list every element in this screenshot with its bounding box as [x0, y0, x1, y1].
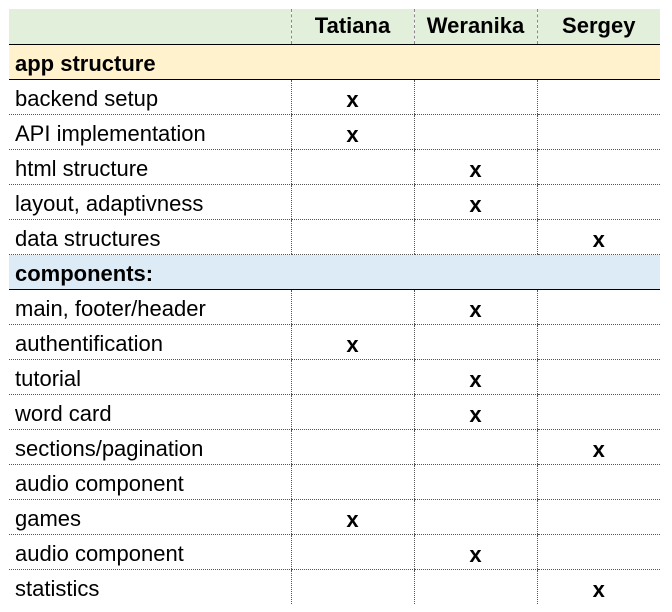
mark-cell-tatiana [290, 149, 414, 185]
mark-cell-tatiana [290, 219, 414, 255]
section-title: components: [9, 254, 660, 290]
table-row: audio component [9, 464, 660, 500]
section-row: components: [9, 254, 660, 290]
mark-cell-sergey: x [536, 429, 660, 465]
mark-cell-sergey [536, 149, 660, 185]
mark-cell-tatiana [290, 394, 414, 430]
mark-cell-weranika [413, 114, 537, 150]
mark-cell-sergey [536, 184, 660, 220]
mark-cell-weranika: x [413, 394, 537, 430]
mark-cell-weranika: x [413, 289, 537, 325]
mark-cell-weranika [413, 569, 537, 604]
mark-cell-tatiana [290, 464, 414, 500]
mark-cell-sergey [536, 534, 660, 570]
mark-cell-sergey: x [536, 219, 660, 255]
mark-cell-tatiana [290, 534, 414, 570]
mark-cell-tatiana: x [290, 324, 414, 360]
table-row: statistics x [9, 569, 660, 604]
mark-cell-sergey [536, 499, 660, 535]
task-cell: data structures [9, 219, 291, 255]
task-cell: main, footer/header [9, 289, 291, 325]
task-cell: audio component [9, 534, 291, 570]
mark-cell-weranika [413, 79, 537, 115]
mark-cell-sergey [536, 79, 660, 115]
section-row: app structure [9, 44, 660, 80]
mark-cell-tatiana: x [290, 499, 414, 535]
mark-cell-weranika [413, 464, 537, 500]
table-row: sections/pagination x [9, 429, 660, 465]
section-title: app structure [9, 44, 660, 80]
mark-cell-weranika: x [413, 149, 537, 185]
mark-cell-sergey [536, 289, 660, 325]
mark-cell-weranika [413, 429, 537, 465]
mark-cell-tatiana: x [290, 114, 414, 150]
mark-cell-weranika: x [413, 534, 537, 570]
mark-cell-sergey [536, 464, 660, 500]
mark-cell-weranika [413, 219, 537, 255]
task-cell: API implementation [9, 114, 291, 150]
task-cell: games [9, 499, 291, 535]
task-cell: authentification [9, 324, 291, 360]
task-cell: html structure [9, 149, 291, 185]
task-cell: layout, adaptivness [9, 184, 291, 220]
header-cell-tatiana: Tatiana [290, 9, 414, 45]
task-cell: backend setup [9, 79, 291, 115]
mark-cell-tatiana [290, 289, 414, 325]
table-row: html structure x [9, 149, 660, 185]
table-row: tutorial x [9, 359, 660, 395]
mark-cell-sergey [536, 114, 660, 150]
task-cell: statistics [15, 575, 100, 601]
task-cell: audio component [9, 464, 291, 500]
mark-cell-weranika: x [413, 359, 537, 395]
mark-cell-tatiana: x [290, 79, 414, 115]
mark-cell-tatiana [290, 184, 414, 220]
mark-cell-sergey [536, 394, 660, 430]
table-row: word card x [9, 394, 660, 430]
mark-cell-weranika [413, 499, 537, 535]
header-cell-weranika: Weranika [413, 9, 537, 45]
table-row: layout, adaptivness x [9, 184, 660, 220]
header-cell-task [9, 9, 291, 45]
mark-cell-sergey [536, 324, 660, 360]
task-cell: sections/pagination [9, 429, 291, 465]
mark-cell-tatiana [290, 429, 414, 465]
table-row: audio component x [9, 534, 660, 570]
table-row: data structures x [9, 219, 660, 255]
mark-cell-sergey: x [536, 569, 660, 604]
mark-cell-tatiana [290, 569, 414, 604]
task-cell: word card [9, 394, 291, 430]
task-cell: tutorial [9, 359, 291, 395]
mark-cell-weranika: x [413, 184, 537, 220]
mark-cell-sergey [536, 359, 660, 395]
header-cell-sergey: Sergey [536, 9, 660, 45]
header-row: Tatiana Weranika Sergey [9, 9, 660, 45]
mark-cell-weranika [413, 324, 537, 360]
mark-cell-tatiana [290, 359, 414, 395]
table-row: main, footer/header x [9, 289, 660, 325]
